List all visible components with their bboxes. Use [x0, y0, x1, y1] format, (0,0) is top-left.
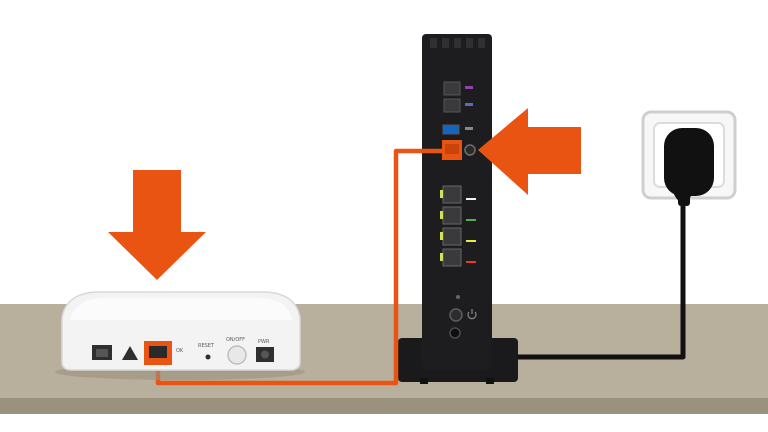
power-symbol-icon [467, 309, 477, 320]
ont-device: OK RESET ON/OFF PWR [55, 291, 305, 380]
ont-power-switch-label: ON/OFF [226, 337, 245, 343]
ont-reset-button [205, 354, 211, 360]
router [398, 34, 518, 384]
table-edge [0, 398, 768, 414]
fiber-indicator [464, 144, 476, 156]
floor-shadow [0, 414, 768, 432]
router-vents [430, 38, 485, 48]
ont-power-switch [227, 345, 247, 365]
router-power-button [449, 308, 463, 322]
ont-port-label: OK [176, 348, 184, 354]
power-plug-icon [664, 128, 714, 206]
usb-port [442, 124, 460, 135]
router-power-inlet [449, 327, 461, 339]
ont-top-face [70, 298, 292, 320]
phone-port-1 [443, 81, 461, 96]
ont-reset-label: RESET [198, 343, 215, 349]
router-small-button [456, 295, 460, 299]
ont-power-input-label: PWR [258, 339, 270, 345]
arrow-down-icon [108, 170, 206, 280]
arrow-left-icon [478, 108, 581, 195]
warning-icon [122, 346, 138, 360]
phone-port-2 [443, 98, 461, 113]
lan-ports [440, 185, 476, 267]
